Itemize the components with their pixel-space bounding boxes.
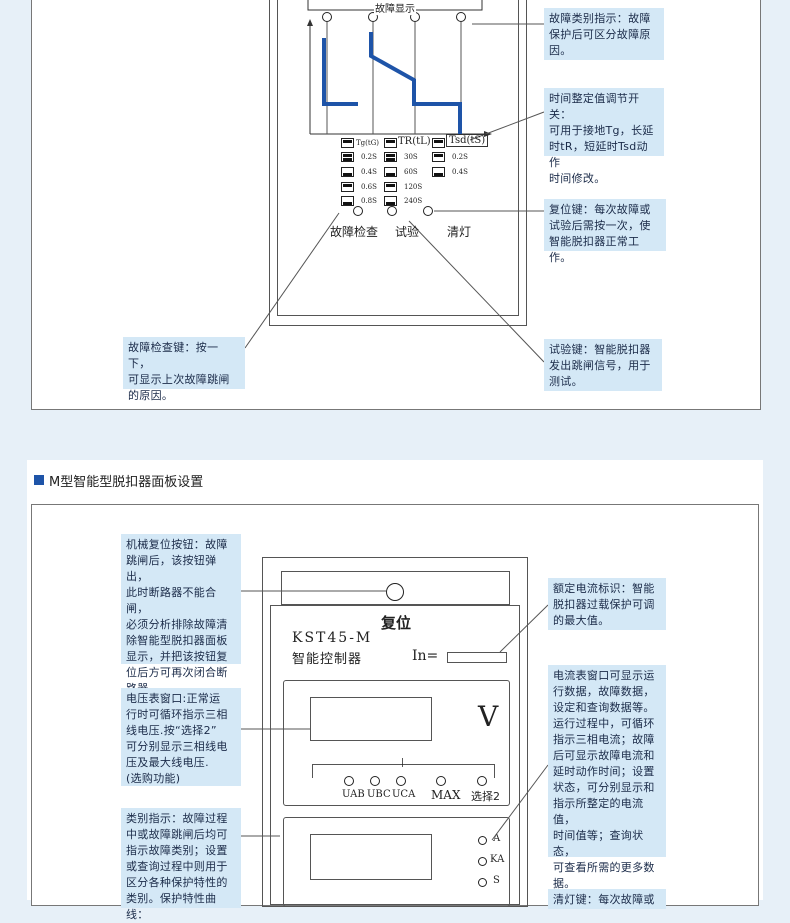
ammeter-callout: 电流表窗口可显示运 行数据，故障数据， 设定和查询数据等。 运行过程中，可循环 … [548, 665, 666, 890]
tg-value: 0.2S [361, 153, 377, 161]
voltmeter-block [283, 680, 510, 806]
dip-tr-60s[interactable] [384, 167, 397, 177]
meter-bracket [312, 764, 495, 778]
tr-label: TR(tL) [398, 136, 431, 147]
type-indicator-callout: 类别指示：故障过程 中或故障跳闸后均可 指示故障类别；设置 或查询过程中则用于 … [121, 808, 241, 921]
tg-value: 0.4S [361, 168, 377, 176]
voltmeter-callout: 电压表窗口:正常运 行时可循环指示三相 线电压.按“选择2” 可分别显示三相线电… [121, 688, 241, 786]
dip-tg-0.6s[interactable] [341, 182, 354, 192]
tg-value: 0.6S [361, 183, 377, 191]
test-callout: 试验键：智能脱扣器 发出跳闸信号，用于 测试。 [544, 339, 662, 391]
max-label: MAX [431, 788, 461, 802]
dip-tr-30s[interactable] [384, 152, 397, 162]
dip-tg-0.8s[interactable] [341, 196, 354, 206]
uab-button[interactable] [344, 776, 354, 786]
top-device-outer [269, 0, 527, 326]
dip-tr-240s[interactable] [384, 196, 397, 206]
time-setting-callout: 时间整定值调节开关： 可用于接地Tg，长延 时tR，短延时Tsd动作 时间修改。 [544, 88, 664, 185]
indicator-s [478, 878, 487, 887]
section2-title: M型智能型脱扣器面板设置 [49, 475, 204, 490]
max-button[interactable] [436, 776, 446, 786]
dip-tr-header[interactable] [384, 138, 397, 148]
tr-value: 120S [404, 183, 423, 191]
indicator-a [478, 836, 487, 845]
top-device-inner [277, 0, 519, 316]
meter-bracket-tick: | [401, 758, 405, 768]
fault-display-label: 故障显示 [374, 0, 416, 15]
m-device-top-box [281, 571, 510, 605]
section2-leader-lines [241, 590, 549, 841]
uca-button[interactable] [396, 776, 406, 786]
fault-check-button[interactable] [353, 206, 363, 216]
tsd-value: 0.2S [452, 153, 468, 161]
dip-tg-0.2s[interactable] [341, 152, 354, 162]
uca-label: UCA [392, 789, 416, 800]
select2-label: 选择2 [471, 790, 500, 803]
in-label: In= [412, 648, 439, 664]
tg-value: 0.8S [361, 197, 377, 205]
dip-tsd-0.2s[interactable] [432, 152, 445, 162]
fault-indicator-1 [322, 12, 332, 22]
reset-callout: 复位键：每次故障或 试验后需按一次，使 智能脱扣器正常工作。 [544, 199, 666, 264]
reset-title: 复位 [381, 614, 412, 632]
reset-button[interactable] [423, 206, 433, 216]
tr-value: 60S [404, 168, 418, 176]
tr-value: 30S [404, 153, 418, 161]
fault-indicator-2 [368, 12, 378, 22]
dip-tg-0.4s[interactable] [341, 167, 354, 177]
fault-check-label: 故障检查 [330, 225, 379, 239]
clear-lamp-label: 清灯 [447, 225, 472, 239]
clear-lamp-callout: 清灯键：每次故障或 [548, 889, 666, 909]
tsd-label: Tsd(tS) [446, 134, 489, 147]
device-name: 智能控制器 [292, 652, 363, 667]
test-label: 试验 [395, 225, 420, 239]
indicator-s-label: S [493, 875, 500, 886]
mechanical-reset-button[interactable] [386, 583, 404, 601]
dip-tg-header[interactable] [341, 138, 354, 148]
mech-reset-callout: 机械复位按钮：故障 跳闸后，该按钮弹出， 此时断路器不能合闸， 必须分析排除故障… [121, 534, 241, 695]
tg-label: Tg(tG) [356, 139, 380, 147]
section2-title-marker [34, 475, 44, 485]
top-diagram-lines [244, 0, 545, 363]
ubc-button[interactable] [370, 776, 380, 786]
rated-current-field [447, 652, 507, 663]
indicator-a-label: A [493, 833, 501, 844]
indicator-ka [478, 857, 487, 866]
v-label: V [478, 700, 499, 733]
model-label: KST45-M [292, 630, 373, 646]
fault-indicator-4 [456, 12, 466, 22]
voltmeter-window [310, 697, 432, 741]
ammeter-window [310, 834, 432, 880]
rated-current-callout: 额定电流标识：智能 脱扣器过载保护可调 的最大值。 [548, 578, 666, 630]
uab-label: UAB [342, 789, 365, 800]
dip-tr-120s[interactable] [384, 182, 397, 192]
tsd-value: 0.4S [452, 168, 468, 176]
ubc-label: UBC [367, 789, 391, 800]
test-button[interactable] [387, 206, 397, 216]
indicator-ka-label: KA [490, 854, 505, 865]
dip-tsd-0.4s[interactable] [432, 167, 445, 177]
fault-type-callout: 故障类别指示：故障 保护后可区分故障原 因。 [544, 8, 664, 60]
tr-value: 240S [404, 197, 423, 205]
fault-check-callout: 故障检查键：按一下， 可显示上次故障跳闸 的原因。 [123, 337, 245, 402]
dip-tsd-header[interactable] [432, 138, 445, 148]
select2-button[interactable] [477, 776, 487, 786]
